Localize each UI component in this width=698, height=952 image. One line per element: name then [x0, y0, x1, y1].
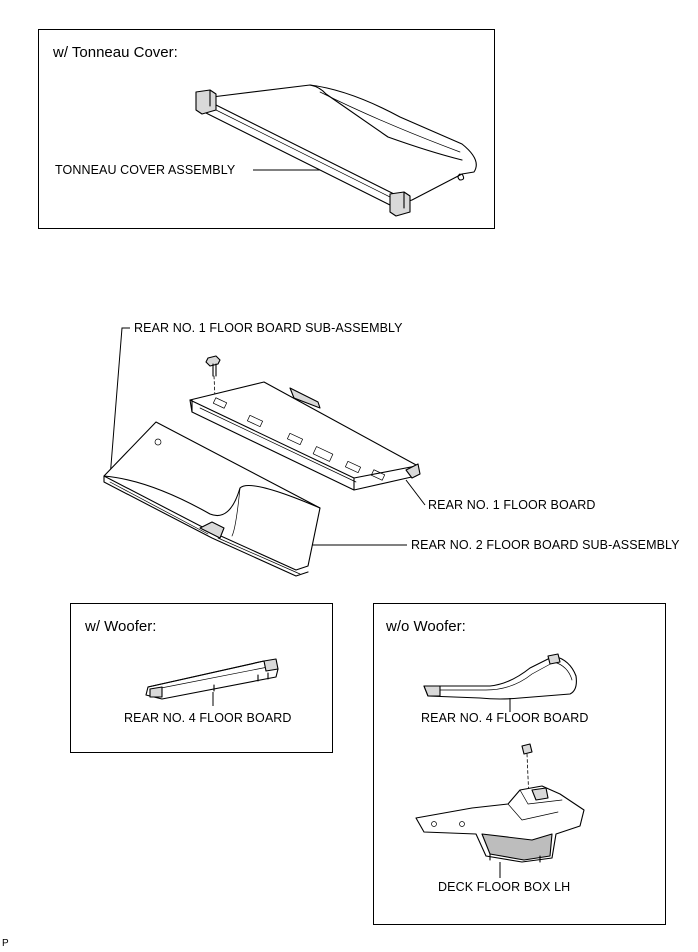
woofer-rear-no4-floor-board-illustration [145, 658, 279, 700]
rear-no2-floor-board-sub-assembly-label: REAR NO. 2 FLOOR BOARD SUB-ASSEMBLY [411, 538, 680, 552]
woofer-rear-no4-floor-board-label: REAR NO. 4 FLOOR BOARD [124, 711, 292, 725]
rear-no1-floor-board-label: REAR NO. 1 FLOOR BOARD [428, 498, 596, 512]
deck-floor-box-illustration [415, 785, 585, 863]
corner-mark: P [2, 938, 9, 949]
no-woofer-panel-title: w/o Woofer: [386, 618, 466, 635]
rear-no1-floor-board-sub-assembly-label: REAR NO. 1 FLOOR BOARD SUB-ASSEMBLY [134, 321, 403, 335]
woofer-panel-title: w/ Woofer: [85, 618, 157, 635]
no-woofer-rear-no4-floor-board-illustration [423, 653, 577, 700]
tonneau-cover-illustration [195, 84, 477, 217]
tonneau-panel-title: w/ Tonneau Cover: [53, 44, 178, 61]
deck-floor-box-lh-label: DECK FLOOR BOX LH [438, 880, 571, 894]
rear-no2-floor-board-illustration [103, 421, 321, 577]
no-woofer-panel [373, 603, 666, 925]
no-woofer-rear-no4-floor-board-label: REAR NO. 4 FLOOR BOARD [421, 711, 589, 725]
tonneau-cover-assembly-label: TONNEAU COVER ASSEMBLY [55, 163, 236, 177]
rear-no1-floor-board-illustration [189, 381, 421, 491]
